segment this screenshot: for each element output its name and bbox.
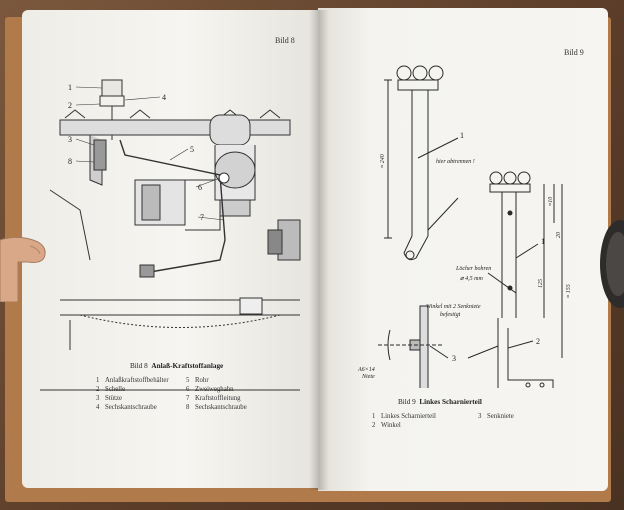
engine-fuel-diagram: 1 2 3 4 5 6 7 8 [40,79,301,391]
legend-num: 2 [96,386,100,393]
legend-text: Zweiweghahn [195,386,234,393]
callout-5: 5 [190,145,194,154]
dimension-c: 125 [538,279,544,288]
legend-item: 5 Rohr [186,376,247,385]
callout-2: 2 [536,337,540,346]
legend-item: 4 Sechskantschraube [96,403,169,412]
legend-text: Senkniete [487,413,514,420]
dimension-b: 20 [556,232,562,238]
legend-item: 1 Anlaßkraftstoffbehälter [96,376,169,385]
legend-item: 2 Winkel [372,421,436,430]
right-caption: Bild 9 Linkes Scharnierteil [398,398,482,406]
left-caption-title: Anlaß-Kraftstoffanlage [151,362,224,370]
annotation-weld-2: befestigt [440,311,461,318]
dimension-a: ≈10 [548,197,554,206]
annotation-rivet: A6×14 [357,366,375,373]
dimension-long: ≈ 240 [379,154,386,168]
legend-text: Kraftstoffleitung [195,395,241,402]
callout-3: 3 [452,354,456,363]
legend-text: Anlaßkraftstoffbehälter [105,377,169,384]
right-legend-col2: 3 Senkniete [478,412,514,421]
legend-num: 4 [96,404,100,411]
callout-1: 1 [68,83,72,92]
legend-num: 5 [186,377,190,384]
annotation-weld: Winkel mit 2 Senkniete [426,304,481,310]
callout-8: 8 [68,157,72,166]
right-page: Bild 9 [318,8,608,491]
annotation-holes: Löcher bohren [455,266,491,272]
legend-text: Winkel [381,422,401,429]
left-caption: Bild 8 Anlaß-Kraftstoffanlage [130,362,223,370]
annotation-cut-here: hier abtrennen ! [436,159,475,165]
legend-item: 1 Linkes Scharnierteil [372,412,436,421]
callout-3: 3 [68,135,72,144]
legend-num: 1 [96,377,100,384]
right-legend-col1: 1 Linkes Scharnierteil 2 Winkel [372,412,436,430]
binder-clip [600,220,624,308]
legend-num: 2 [372,422,376,429]
left-page: Bild 8 [22,10,318,488]
left-caption-number: Bild 8 [130,362,148,370]
book-gutter [309,10,329,490]
legend-num: 3 [96,395,100,402]
legend-text: Sechskantschraube [105,404,157,411]
legend-item: 7 Kraftstoffleitung [186,394,247,403]
callout-1-top: 1 [460,131,464,140]
legend-item: 6 Zweiweghahn [186,385,247,394]
legend-text: Stütze [105,395,122,402]
legend-num: 8 [186,404,190,411]
legend-item: 2 Schelle [96,385,169,394]
left-legend-col1: 1 Anlaßkraftstoffbehälter 2 Schelle 3 Stütz… [96,376,169,412]
right-caption-number: Bild 9 [398,398,416,406]
right-caption-title: Linkes Scharnierteil [419,398,482,406]
legend-item: 8 Sechskantschraube [186,403,247,412]
legend-num: 3 [478,413,482,420]
annotation-hole-diameter: ⌀ 4,5 mm [460,275,483,282]
legend-text: Sechskantschraube [195,404,247,411]
legend-item: 3 Stütze [96,394,169,403]
legend-num: 6 [186,386,190,393]
legend-num: 7 [186,395,190,402]
hand-thumb [0,236,46,302]
dimension-d: ≈ 155 [566,284,572,298]
legend-text: Linkes Scharnierteil [381,413,436,420]
callout-6: 6 [198,183,202,192]
annotation-rivet-2: Niete [361,374,375,380]
hinge-diagram: 1 1 2 3 hier abtrennen ! Löcher bohren ⌀… [357,65,572,388]
legend-text: Schelle [105,386,126,393]
callout-1-bottom: 1 [541,237,545,246]
callout-2: 2 [68,101,72,110]
legend-text: Rohr [195,377,209,384]
right-page-header: Bild 9 [564,48,584,57]
legend-item: 3 Senkniete [478,412,514,421]
left-page-header: Bild 8 [275,36,295,45]
callout-4: 4 [162,93,166,102]
legend-num: 1 [372,413,376,420]
